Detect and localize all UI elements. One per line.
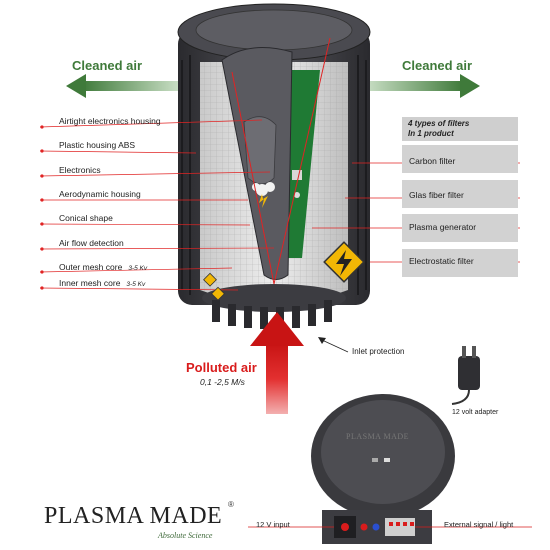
left-pointer-lines [39,119,275,291]
cleaned-air-label-right: Cleaned air [402,58,473,73]
label-conical-shape: Conical shape [59,213,113,223]
small-warning-icon-2 [211,286,225,301]
adapter-label: 12 volt adapter [452,409,499,416]
polluted-air-arrow [250,312,304,414]
connector-panel [322,510,432,544]
high-voltage-warning-icon [323,241,365,283]
internal-flow-lines [231,37,331,285]
label-electrostatic-filter: Electrostatic filter [409,256,474,266]
inner-mesh-text: Inner mesh core [59,278,121,288]
label-plastic-housing: Plastic housing ABS [59,140,136,150]
polluted-air-label: Polluted air [186,360,257,375]
label-aerodynamic-housing: Aerodynamic housing [59,189,141,199]
outer-mesh-text: Outer mesh core [59,262,123,272]
outer-mesh-voltage: 3-5 Kv [128,265,148,272]
label-airtight-housing: Airtight electronics housing [59,116,161,126]
adapter-icon [451,346,480,405]
cleaned-air-arrow-left [66,74,190,98]
label-electronics: Electronics [59,165,101,175]
lid-view [311,394,455,518]
filters-heading-line2: In 1 product [408,129,454,138]
label-carbon-filter: Carbon filter [409,156,456,166]
input-12v-label: 12 V input [256,520,290,529]
filters-heading: 4 types of filters In 1 product [402,117,518,141]
airflow-speed: 0,1 -2,5 M/s [200,377,245,387]
label-inner-mesh-core: Inner mesh core 3-5 Kv [59,278,145,288]
inlet-protection-label: Inlet protection [352,347,405,356]
label-outer-mesh-core: Outer mesh core 3-5 Kv [59,262,147,272]
label-plasma-generator: Plasma generator [409,222,477,232]
external-signal-label: External signal / light [444,520,514,529]
label-glas-fiber-filter: Glas fiber filter [409,190,464,200]
spark-cloud-icon [252,182,275,208]
lid-brand-mark: PLASMA MADE [346,432,410,441]
cleaned-air-arrow-right [355,74,480,98]
small-warning-icon-1 [203,272,217,287]
aerodynamic-housing [221,47,293,280]
cleaned-air-label-left: Cleaned air [72,58,143,73]
inner-mesh-voltage: 3-5 Kv [126,281,146,288]
brand-logo: PLASMA MADE [44,503,223,529]
filter-boxes [402,145,518,277]
inlet-pointer [318,337,349,353]
brand-tagline: Absolute Science [158,531,213,540]
registered-mark: ® [228,500,234,509]
label-air-flow-detection: Air flow detection [59,238,124,248]
filters-heading-line1: 4 types of filters [408,119,470,128]
